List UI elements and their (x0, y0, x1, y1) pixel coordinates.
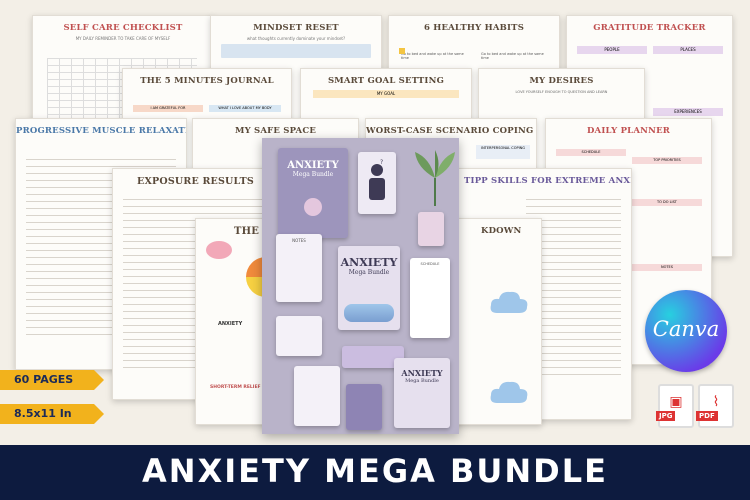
section-header: NOTES (632, 264, 702, 271)
page-title: DAILY PLANNER (586, 126, 671, 136)
hearts-icon (304, 198, 322, 216)
canva-logo: Canva (645, 290, 727, 372)
schedule-card: SCHEDULE (410, 258, 450, 338)
file-type-label: PDF (696, 411, 718, 421)
page-title: 6 HEALTHY HABITS (423, 23, 525, 33)
column-header: PLACES (653, 46, 723, 54)
svg-text:?: ? (380, 159, 383, 166)
answer-box (221, 44, 371, 58)
cover-title: ANXIETY (340, 256, 398, 269)
page-subtitle: MY DAILY REMINDER TO TAKE CARE OF MYSELF (75, 36, 171, 41)
text-lines (26, 159, 176, 341)
device-card (418, 212, 444, 246)
column-header: PEOPLE (577, 46, 647, 54)
main-book-cover: ANXIETY Mega Bundle (338, 246, 400, 330)
mini-booklet (294, 366, 340, 426)
cloud-icon (490, 291, 528, 313)
page-title: MY DESIRES (529, 76, 594, 86)
brain-icon (206, 241, 232, 259)
section-header: TOP PRIORITIES (632, 157, 702, 164)
text-lines (526, 199, 621, 381)
page-title: MINDSET RESET (253, 23, 339, 33)
page-title: MY SAFE SPACE (235, 126, 316, 136)
person-icon: ? (369, 159, 385, 200)
booklet-title: NOTES (292, 238, 306, 243)
cover-collage: ANXIETY Mega Bundle ? NOTES ANXIETY Mega… (262, 138, 459, 434)
page-title: TIPP SKILLS FOR EXTREME ANXIETY (464, 176, 631, 186)
habit-item: Go to bed and wake up at the same time (481, 52, 544, 60)
goal-header: MY GOAL (313, 90, 459, 98)
section-header: TO DO LIST (632, 199, 702, 206)
page-subtitle: what thoughts currently dominate your mi… (246, 36, 346, 41)
habit-icon (399, 48, 405, 54)
person-card: ? (358, 152, 396, 214)
section-header: I AM GRATEFUL FOR (133, 105, 203, 112)
waves-graphic (344, 304, 394, 322)
notebook-cover: ANXIETY Mega Bundle (278, 148, 348, 238)
cover-subtitle: Mega Bundle (348, 269, 390, 276)
pdf-glyph-icon: ⌇ (712, 394, 720, 410)
tray (342, 346, 404, 368)
cloud-icon (490, 381, 528, 403)
section-header: SCHEDULE (556, 149, 626, 156)
page-title: SELF CARE CHECKLIST (63, 23, 183, 33)
image-file-icon: ▣ JPG (656, 384, 694, 428)
column-header: EXPERIENCES (653, 108, 723, 116)
tracker-booklet (276, 316, 322, 356)
cover-subtitle: Mega Bundle (292, 171, 334, 178)
page-title: THE A (234, 226, 271, 237)
size-badge: 8.5x11 In (0, 404, 104, 424)
section-header: INTERPERSONAL COPING (476, 145, 530, 159)
cover-title: ANXIETY (287, 160, 339, 171)
cover-subtitle: Mega Bundle (405, 378, 439, 384)
card-title: SCHEDULE (420, 262, 440, 266)
pdf-file-icon: ⌇ PDF (696, 384, 734, 428)
page-title: WORST-CASE SCENARIO COPING PLAN (366, 126, 536, 136)
page-title: EXPOSURE RESULTS (137, 176, 254, 187)
page-subtitle: LOVE YOURSELF ENOUGH TO QUESTION AND LEA… (515, 90, 608, 94)
title-banner: ANXIETY MEGA BUNDLE (0, 445, 750, 500)
banner-title: ANXIETY MEGA BUNDLE (142, 452, 608, 490)
plant-icon (415, 150, 455, 206)
page-title: KDOWN (481, 226, 522, 236)
page-title: THE 5 MINUTES JOURNAL (140, 76, 274, 86)
purple-book (346, 384, 382, 430)
page-title: SMART GOAL SETTING (327, 76, 445, 86)
bundle-book-cover: ANXIETY Mega Bundle (394, 358, 450, 428)
section-label: ANXIETY (218, 321, 243, 327)
image-glyph-icon: ▣ (669, 394, 683, 410)
notes-booklet: NOTES (276, 234, 322, 302)
page-title: PROGRESSIVE MUSCLE RELAXATION (16, 126, 187, 136)
page-title: GRATITUDE TRACKER (593, 23, 706, 33)
pages-badge: 60 PAGES (0, 370, 104, 390)
habit-item: Go to bed and wake up at the same time (401, 52, 464, 60)
section-header: WHAT I LOVE ABOUT MY BODY (209, 105, 281, 112)
cover-title: ANXIETY (401, 368, 443, 378)
section-label: SHORT-TERM RELIEF (210, 385, 261, 390)
canva-label: Canva (652, 317, 720, 341)
file-type-label: JPG (656, 411, 676, 421)
